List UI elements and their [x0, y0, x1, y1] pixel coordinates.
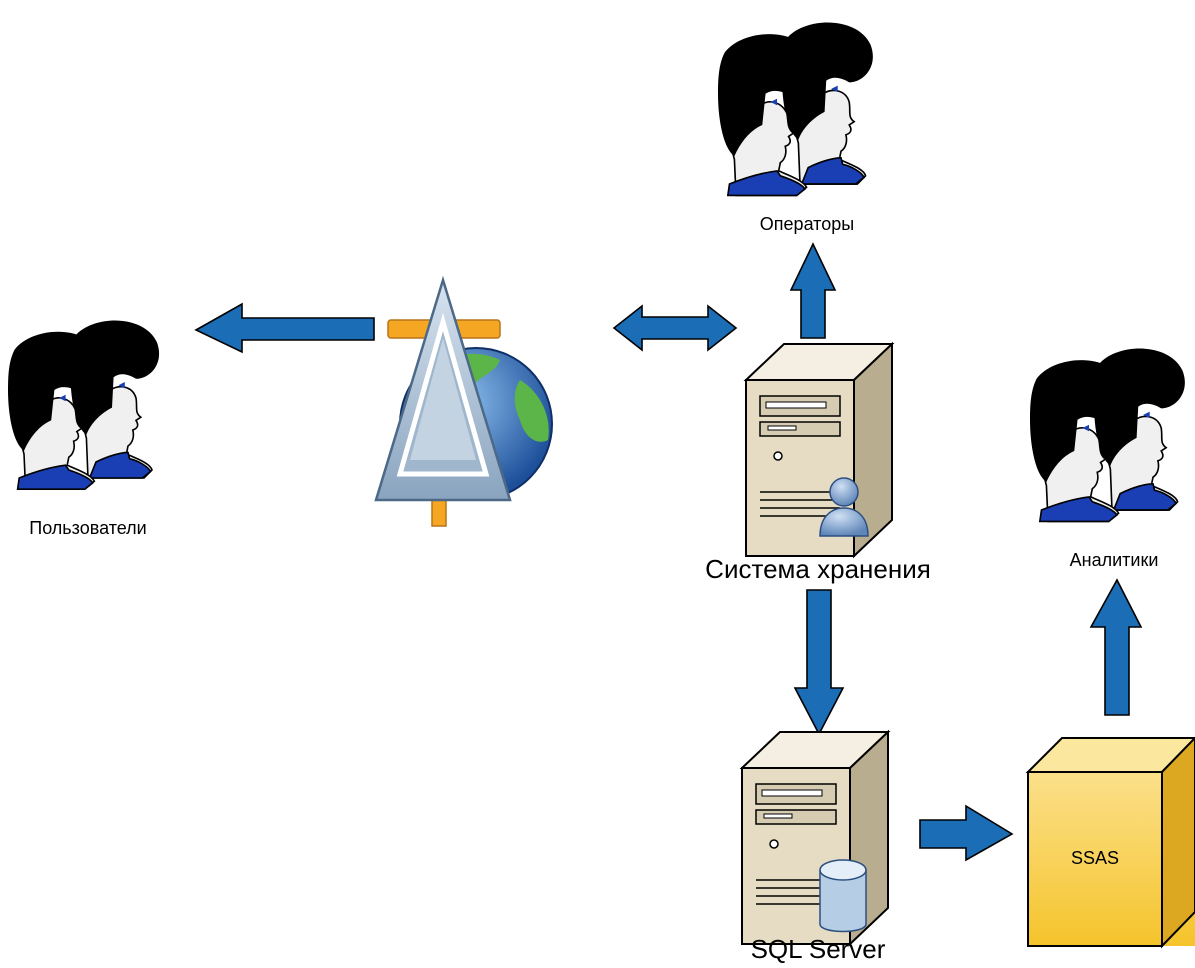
arrow-portal-storage-bidirectional — [612, 304, 738, 352]
arrow-sql-server-to-ssas — [919, 804, 1014, 862]
ssas-label: SSAS — [1071, 848, 1119, 868]
users-people-icon — [7, 319, 160, 491]
arrow-storage-to-sql-server — [793, 589, 845, 736]
ssas-cube-icon — [1025, 736, 1195, 949]
globe-portal-icon — [374, 275, 553, 527]
operators-label: Операторы — [760, 214, 854, 234]
database-cylinder-icon — [819, 859, 867, 933]
arrow-portal-to-users — [194, 302, 375, 354]
storage-server-icon — [745, 343, 893, 557]
operators-people-icon — [717, 21, 874, 197]
sql-server-label: SQL Server — [751, 934, 886, 964]
arrow-storage-to-operators — [789, 242, 837, 339]
user-badge-icon — [819, 477, 869, 537]
storage-system-label: Система хранения — [705, 554, 931, 584]
users-label: Пользователи — [29, 518, 146, 538]
arrow-ssas-to-analysts — [1089, 578, 1143, 716]
analysts-label: Аналитики — [1070, 550, 1159, 570]
analysts-people-icon — [1029, 347, 1186, 523]
